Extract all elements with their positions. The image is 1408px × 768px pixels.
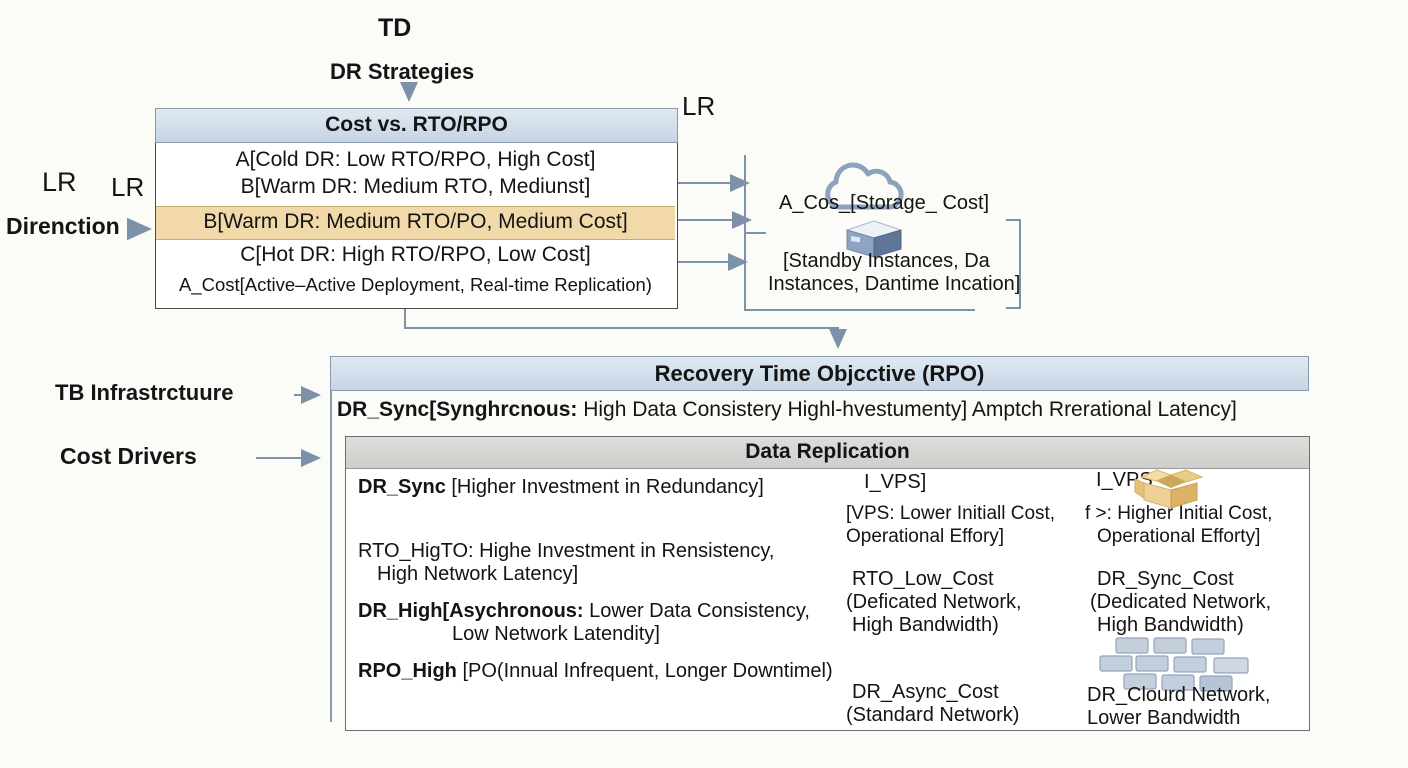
cost-drivers-label: Cost Drivers	[60, 443, 197, 469]
lr-left-inner-label: LR	[111, 172, 145, 202]
strategy-row-b: B[Warm DR: Medium RTO, Mediunst]	[240, 175, 591, 198]
lr-top-right-label: LR	[682, 91, 716, 121]
mid-ivps: I_VPS]	[864, 471, 927, 493]
connector-box-to-rpo	[404, 307, 847, 349]
mid-rto-low-line2: (Deficated Network,	[846, 591, 1022, 613]
right-sync-line2: (Dedicated Network,	[1090, 591, 1272, 613]
replication-item4: RPO_High [PO(Innual Infrequent, Longer D…	[358, 660, 833, 683]
right-higher-line1: f >: Higher Initial Cost,	[1085, 503, 1273, 524]
replication-item2-line2: High Network Latency]	[377, 563, 579, 585]
right-sync-line3: High Bandwidth)	[1097, 614, 1244, 636]
replication-item3-rest: Lower Data Consistency,	[583, 600, 810, 622]
right-cloud-line2: Lower Bandwidth	[1087, 707, 1241, 729]
replication-item4-bold: RPO_High	[358, 660, 457, 682]
rpo-left-border	[330, 356, 332, 722]
strategy-box-header: Cost vs. RTO/RPO	[155, 108, 678, 143]
right-cloud-line1: DR_Clourd Network,	[1087, 684, 1271, 706]
open-box-icon	[1134, 469, 1204, 509]
right-higher-line2: Operational Efforty]	[1097, 526, 1261, 547]
mid-async-line2: (Standard Network)	[846, 704, 1020, 726]
group-bracket-right	[1006, 219, 1021, 309]
rpo-sync-line-rest: High Data Consistery Highl-hvestumenty] …	[577, 398, 1237, 421]
strategy-row-c: C[Hot DR: High RTO/RPO, Low Cost]	[240, 243, 591, 266]
standby-text-line1: [Standby Instances, Da	[783, 250, 990, 272]
mid-vps-line2: Operational Effory]	[846, 526, 1005, 547]
storage-cost-text: A_Cos_[Storage_ Cost]	[779, 192, 990, 214]
right-sync-cost: DR_Sync_Cost	[1097, 568, 1234, 590]
replication-item3-line1: DR_High[Asychronous: Lower Data Consiste…	[358, 600, 810, 623]
dr-strategies-label: DR Strategies	[330, 59, 475, 84]
strategy-row-highlight-bg	[156, 206, 675, 240]
mid-vps-line1: [VPS: Lower Initiall Cost,	[846, 503, 1056, 524]
cloud-icon	[825, 162, 904, 210]
lr-left-outer-label: LR	[42, 167, 77, 197]
rpo-sync-line-bold: DR_Sync[Synghrcnous:	[337, 398, 578, 421]
replication-item3-bold: DR_High[Asychronous:	[358, 600, 584, 622]
replication-item1-bold: DR_Sync	[358, 476, 446, 498]
network-grid-icon	[1099, 637, 1249, 692]
strategy-row-a: A[Cold DR: Low RTO/RPO, High Cost]	[235, 148, 596, 171]
rpo-sync-line: DR_Sync[Synghrcnous: High Data Consister…	[337, 398, 1237, 422]
replication-header: Data Replication	[346, 437, 1309, 469]
mid-async-cost: DR_Async_Cost	[852, 681, 999, 703]
rpo-header: Recovery Time Objcctive (RPO)	[330, 356, 1309, 391]
replication-item3-line2: Low Network Latendity]	[452, 623, 660, 645]
strategy-row-acost: A_Cost[Active–Active Deployment, Real-ti…	[179, 274, 652, 295]
standby-text-line2: Instances, Dantime Incation]	[768, 273, 1021, 295]
td-label: TD	[378, 14, 412, 42]
replication-item1-rest: [Higher Investment in Redundancy]	[445, 476, 764, 498]
storage-box-icon	[845, 220, 903, 258]
group-bracket-left	[744, 155, 975, 311]
replication-item2-line1: RTO_HigTO: Highe Investment in Rensisten…	[358, 540, 775, 562]
strategy-row-b-highlight: B[Warm DR: Medium RTO/PO, Medium Cost]	[203, 210, 628, 233]
replication-item1: DR_Sync [Higher Investment in Redundancy…	[358, 476, 764, 499]
replication-item4-rest: [PO(Innual Infrequent, Longer Downtimel)	[456, 660, 833, 682]
direction-label: Direnction	[6, 213, 120, 239]
tb-infrastructure-label: TB Infrastrctuure	[55, 380, 234, 405]
mid-rto-low-line3: High Bandwidth)	[852, 614, 999, 636]
mid-rto-low: RTO_Low_Cost	[852, 568, 994, 590]
